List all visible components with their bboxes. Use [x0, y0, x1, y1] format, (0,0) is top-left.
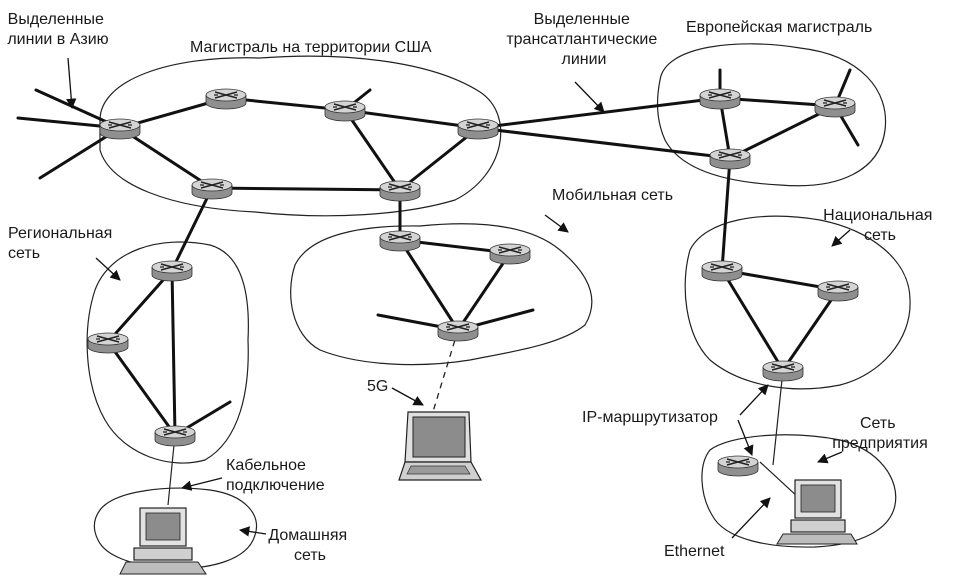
router-icon	[379, 230, 421, 252]
laptop-icon	[398, 411, 483, 481]
router-icon	[379, 180, 421, 202]
router-icon	[151, 260, 193, 282]
home-network-label: Домашняя сеть	[268, 527, 351, 564]
router-icon	[99, 118, 141, 140]
national-network-region	[684, 215, 911, 390]
ethernet-label: Ethernet	[664, 543, 725, 560]
router-icon	[191, 178, 233, 200]
transatlantic-label-line3: линии	[562, 51, 607, 68]
enterprise-network-label: Сеть предприятия	[832, 415, 928, 452]
transatlantic-label-line2: трансатлантические	[506, 31, 657, 48]
desktop-computer-icon	[119, 507, 207, 575]
transatlantic-label: Выделенные трансатлантические линии	[506, 11, 661, 68]
mobile-network-region	[290, 223, 593, 366]
regional-network-label: Региональная сеть	[8, 225, 117, 262]
five-g-label: 5G	[367, 378, 388, 395]
router-icon	[717, 455, 759, 477]
enterprise-network-label-line2: предприятия	[832, 435, 928, 452]
router-icon	[814, 96, 856, 118]
us-backbone-label: Магистраль на территории США	[190, 39, 432, 56]
enterprise-network-region	[701, 434, 897, 548]
cable-connection-label-line1: Кабельное	[226, 457, 306, 474]
router-icon	[762, 360, 804, 382]
router-icon	[205, 88, 247, 110]
european-backbone-label: Европейская магистраль	[686, 19, 872, 36]
router-icon	[87, 332, 129, 354]
us-backbone-region	[99, 55, 502, 217]
regional-network-label-line1: Региональная	[8, 225, 112, 242]
router-icon	[437, 320, 479, 342]
mobile-network-label: Мобильная сеть	[552, 187, 673, 204]
router-icon	[701, 260, 743, 282]
router-icon	[709, 148, 751, 170]
national-network-label-line2: сеть	[864, 227, 896, 244]
annotation-arrows	[66, 57, 851, 539]
cable-connection-label-line2: подключение	[226, 477, 325, 494]
desktop-computer-icon	[776, 479, 858, 545]
cable-connection-label: Кабельное подключение	[226, 457, 325, 494]
national-network-label-line1: Национальная	[823, 207, 932, 224]
asia-lines-label-line2: линии в Азию	[7, 31, 108, 48]
regional-network-label-line2: сеть	[8, 245, 40, 262]
european-backbone-region	[656, 43, 887, 187]
home-network-label-line1: Домашняя	[268, 527, 347, 544]
router-icon	[699, 88, 741, 110]
home-network-label-line2: сеть	[294, 547, 326, 564]
router-icon	[324, 100, 366, 122]
transatlantic-label-line1: Выделенные	[534, 11, 630, 28]
asia-lines-label-line1: Выделенные	[8, 11, 104, 28]
national-network-label: Национальная сеть	[823, 207, 937, 244]
router-icon	[489, 243, 531, 265]
enterprise-network-label-line1: Сеть	[860, 415, 896, 432]
network-links	[16, 68, 860, 437]
router-icon	[154, 425, 196, 447]
router-icon	[457, 118, 499, 140]
ip-router-label: IP-маршрутизатор	[582, 409, 718, 426]
asia-lines-label: Выделенные линии в Азию	[7, 11, 108, 48]
router-icon	[817, 280, 859, 302]
